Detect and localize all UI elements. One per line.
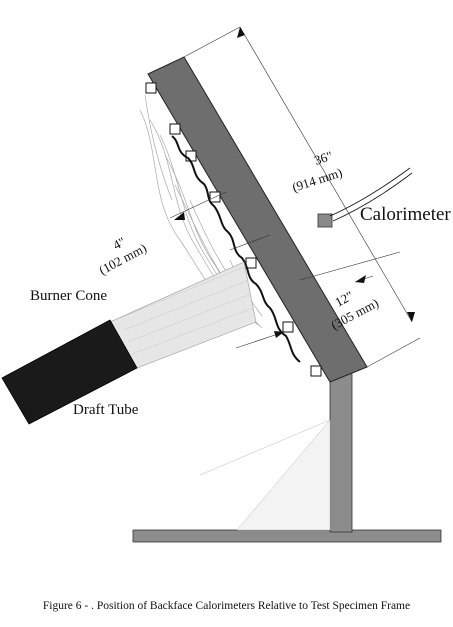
arrowhead-36-top — [237, 27, 245, 38]
support-brace-line — [199, 419, 331, 476]
dimension-36 — [183, 26, 421, 368]
support-brace — [236, 419, 331, 531]
draft-tube — [1, 319, 138, 425]
specimen-surface — [171, 135, 301, 363]
calorimeter-block — [317, 213, 333, 228]
label-36-mm: (914 mm) — [290, 165, 344, 195]
label-calorimeter: Calorimeter — [360, 204, 451, 225]
support-post — [329, 371, 353, 533]
label-36-inch: 36" — [312, 148, 334, 168]
mount-block — [282, 321, 294, 333]
calorimeter-lead-wire — [329, 167, 411, 217]
caption-prefix: Figure 6 - . — [42, 600, 94, 612]
arrowhead-12 — [355, 275, 366, 283]
base-platform — [132, 529, 442, 543]
dimension-12 — [299, 251, 401, 283]
mount-block — [169, 123, 181, 135]
arrowhead-36-bottom — [407, 312, 415, 322]
label-draft-tube: Draft Tube — [73, 402, 139, 418]
calorimeter-lead-wire — [332, 172, 413, 222]
label-burner-cone: Burner Cone — [30, 288, 107, 304]
arrowhead-4-top — [174, 212, 185, 220]
arrowhead-4-right — [274, 331, 284, 338]
caption-text: Position of Backface Calorimeters Relati… — [96, 600, 411, 612]
mount-block — [185, 150, 197, 162]
figure-caption: Figure 6 - . Position of Backface Calori… — [0, 600, 453, 612]
frame-mount-blocks — [145, 82, 322, 377]
burner-cone-shading — [119, 265, 254, 355]
mount-block — [310, 365, 322, 377]
mount-block — [145, 82, 157, 94]
